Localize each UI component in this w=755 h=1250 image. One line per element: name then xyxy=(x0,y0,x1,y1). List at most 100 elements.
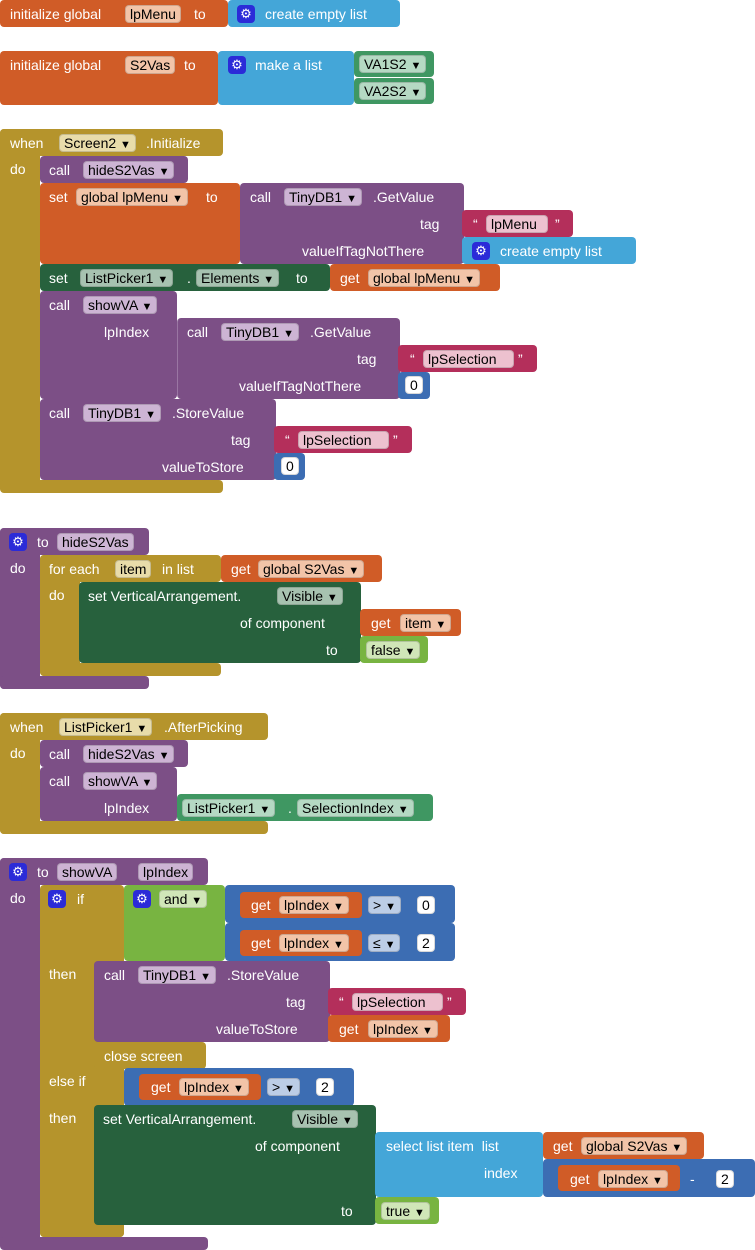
compare-op: ≤ xyxy=(373,935,381,951)
dropdown-arrow-icon: ▼ xyxy=(385,901,396,913)
param-lpindex-label: lpIndex xyxy=(104,800,150,816)
valuetostore-label: valueToStore xyxy=(216,1021,298,1037)
compare-op-dropdown[interactable]: ≤ ▼ xyxy=(368,934,401,952)
close-screen-block[interactable] xyxy=(94,1042,206,1069)
gear-icon[interactable]: ⚙ xyxy=(9,533,27,551)
component-dropdown[interactable]: ListPicker1 ▼ xyxy=(182,799,276,817)
component-dropdown[interactable]: TinyDB1 ▼ xyxy=(284,188,362,206)
gear-icon[interactable]: ⚙ xyxy=(48,890,66,908)
procedure-dropdown[interactable]: hideS2Vas ▼ xyxy=(83,161,175,179)
property-dropdown[interactable]: SelectionIndex ▼ xyxy=(297,799,414,817)
dropdown-arrow-icon: ▼ xyxy=(158,750,170,762)
component-dropdown[interactable]: VA2S2 ▼ xyxy=(359,82,427,100)
dropdown-arrow-icon: ▼ xyxy=(341,1115,353,1127)
do-label: do xyxy=(10,890,26,906)
create-empty-list-block[interactable] xyxy=(228,0,400,27)
get-label: get xyxy=(340,270,360,286)
component-dropdown[interactable]: Screen2 ▼ xyxy=(59,134,136,152)
variable-dropdown[interactable]: lpIndex ▼ xyxy=(598,1170,668,1188)
procedure-name-field[interactable]: hideS2Vas xyxy=(57,533,134,551)
variable-dropdown[interactable]: global S2Vas ▼ xyxy=(581,1137,688,1155)
gear-icon[interactable]: ⚙ xyxy=(237,5,255,23)
to-label: to xyxy=(326,642,338,658)
procedure-name: hideS2Vas xyxy=(88,746,155,762)
dropdown-arrow-icon: ▼ xyxy=(263,274,275,286)
param-lpindex-label: lpIndex xyxy=(104,324,150,340)
procedure-name: hideS2Vas xyxy=(88,162,155,178)
gear-icon[interactable]: ⚙ xyxy=(472,242,490,260)
compare-op-dropdown[interactable]: > ▼ xyxy=(267,1078,300,1096)
close-quote: ” xyxy=(555,216,560,232)
boolean-dropdown[interactable]: false ▼ xyxy=(366,641,421,659)
open-quote: “ xyxy=(285,432,290,448)
variable-dropdown[interactable]: lpIndex ▼ xyxy=(179,1078,249,1096)
list-socket-label: list xyxy=(481,1138,499,1154)
variable-dropdown[interactable]: global lpMenu ▼ xyxy=(368,269,480,287)
number-field[interactable]: 0 xyxy=(405,376,423,394)
select-list-item-block[interactable] xyxy=(375,1132,543,1197)
if-label: if xyxy=(77,891,84,907)
property-dropdown[interactable]: Visible ▼ xyxy=(292,1110,358,1128)
close-screen-label: close screen xyxy=(104,1048,183,1064)
procedure-name-field[interactable]: showVA xyxy=(57,863,118,881)
property-dropdown[interactable]: Visible ▼ xyxy=(277,587,343,605)
of-component-label: of component xyxy=(240,615,325,631)
open-quote: “ xyxy=(473,216,478,232)
number-field[interactable]: 2 xyxy=(716,1170,734,1188)
variable-dropdown[interactable]: lpIndex ▼ xyxy=(279,896,349,914)
of-component-label: of component xyxy=(255,1138,340,1154)
procedure-dropdown[interactable]: hideS2Vas ▼ xyxy=(83,745,175,763)
procedure-name: showVA xyxy=(88,297,138,313)
component-dropdown[interactable]: TinyDB1 ▼ xyxy=(221,323,299,341)
variable-dropdown[interactable]: item ▼ xyxy=(400,614,452,632)
procedure-dropdown[interactable]: showVA ▼ xyxy=(83,772,158,790)
procedure-dropdown[interactable]: showVA ▼ xyxy=(83,296,158,314)
variable-dropdown[interactable]: global lpMenu ▼ xyxy=(76,188,188,206)
component-dropdown[interactable]: ListPicker1 ▼ xyxy=(59,718,153,736)
select-list-item-text: select list item xyxy=(386,1138,474,1154)
method-label: .StoreValue xyxy=(227,967,300,983)
valueiftagnotthere-label: valueIfTagNotThere xyxy=(239,378,362,394)
component-dropdown[interactable]: TinyDB1 ▼ xyxy=(138,966,216,984)
compare-op: > xyxy=(373,897,382,913)
gear-icon[interactable]: ⚙ xyxy=(133,890,151,908)
component-dropdown[interactable]: VA1S2 ▼ xyxy=(359,55,427,73)
number-field[interactable]: 2 xyxy=(417,934,435,952)
valuetostore-label: valueToStore xyxy=(162,459,244,475)
component-dropdown[interactable]: ListPicker1 ▼ xyxy=(80,269,174,287)
gear-icon[interactable]: ⚙ xyxy=(228,56,246,74)
var-name-field[interactable]: lpMenu xyxy=(125,5,181,23)
boolean-dropdown[interactable]: true ▼ xyxy=(381,1202,430,1220)
create-empty-list-block[interactable] xyxy=(462,237,636,264)
logic-op-dropdown[interactable]: and ▼ xyxy=(159,890,208,908)
text-field[interactable]: lpSelection xyxy=(423,350,514,368)
text-field[interactable]: lpSelection xyxy=(298,431,389,449)
to-label: to xyxy=(184,57,196,73)
number-field[interactable]: 0 xyxy=(281,457,299,475)
text-field[interactable]: lpSelection xyxy=(352,993,443,1011)
call-label: call xyxy=(49,746,71,762)
variable-dropdown[interactable]: lpIndex ▼ xyxy=(279,934,349,952)
number-field[interactable]: 0 xyxy=(417,896,435,914)
for-each-label: for each xyxy=(49,561,100,577)
compare-op-dropdown[interactable]: > ▼ xyxy=(368,896,401,914)
dropdown-arrow-icon: ▼ xyxy=(120,139,131,151)
component-dropdown[interactable]: TinyDB1 ▼ xyxy=(83,404,161,422)
method-label: .GetValue xyxy=(310,324,372,340)
dropdown-arrow-icon: ▼ xyxy=(333,939,344,951)
open-quote: “ xyxy=(339,994,344,1010)
dropdown-arrow-icon: ▼ xyxy=(145,409,156,421)
parameter-field[interactable]: lpIndex xyxy=(138,863,194,881)
property-dropdown[interactable]: Elements ▼ xyxy=(196,269,280,287)
text-field[interactable]: lpMenu xyxy=(486,215,548,233)
dropdown-arrow-icon: ▼ xyxy=(191,895,203,907)
dropdown-arrow-icon: ▼ xyxy=(259,804,271,816)
gear-icon[interactable]: ⚙ xyxy=(9,863,27,881)
var-name-field[interactable]: S2Vas xyxy=(125,56,176,74)
number-field[interactable]: 2 xyxy=(316,1078,334,1096)
then-label: then xyxy=(49,966,77,982)
loop-variable-field[interactable]: item xyxy=(115,560,152,578)
variable-dropdown[interactable]: lpIndex ▼ xyxy=(368,1020,438,1038)
variable-dropdown[interactable]: global S2Vas ▼ xyxy=(258,560,365,578)
dropdown-arrow-icon: ▼ xyxy=(671,1142,683,1154)
